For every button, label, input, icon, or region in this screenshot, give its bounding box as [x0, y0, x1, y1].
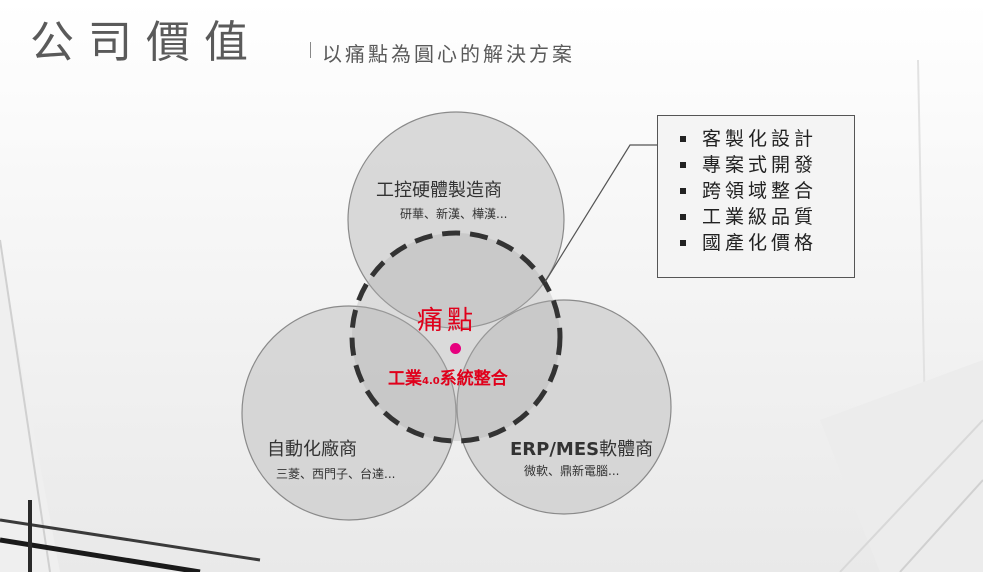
pain-point-subtitle-a: 工業 [388, 369, 422, 389]
value-list: 客製化設計 專案式開發 跨領域整合 工業級品質 國產化價格 [680, 126, 854, 256]
page-title: 公司價值 [30, 17, 262, 68]
value-list-item-text: 跨領域整合 [702, 180, 818, 202]
circle-hardware [347, 111, 565, 329]
value-list-item-text: 客製化設計 [702, 128, 818, 150]
value-list-item: 跨領域整合 [680, 178, 854, 204]
value-list-item-text: 專案式開發 [702, 154, 818, 176]
pain-point-subtitle-version: 4.0 [422, 376, 440, 387]
value-list-item: 國產化價格 [680, 230, 854, 256]
title-divider [310, 42, 311, 58]
bullet-square-icon [680, 136, 686, 142]
circle-hardware-label: 工控硬體製造商 [376, 180, 502, 201]
circle-software-label-rest: 軟體商 [599, 439, 654, 460]
circle-automation-examples: 三菱、西門子、台達... [276, 467, 396, 481]
pain-point-title: 痛點 [417, 306, 478, 336]
bullet-square-icon [680, 240, 686, 246]
bullet-square-icon [680, 162, 686, 168]
circle-software-label: ERP/MES軟體商 [510, 435, 653, 461]
value-list-item-text: 工業級品質 [702, 206, 818, 228]
circle-automation [241, 305, 457, 521]
circle-software [456, 299, 672, 515]
pain-point-subtitle: 工業4.0系統整合 [388, 364, 508, 389]
callout-line [544, 144, 657, 283]
circle-software-label-bold: ERP/MES [510, 439, 600, 460]
page-subtitle: 以痛點為圓心的解決方案 [322, 42, 575, 66]
value-list-item: 專案式開發 [680, 152, 854, 178]
value-list-item-text: 國產化價格 [702, 232, 818, 254]
circle-hardware-examples: 研華、新漢、樺漢... [400, 207, 508, 221]
value-list-item: 工業級品質 [680, 204, 854, 230]
circle-software-examples: 微軟、鼎新電腦... [524, 464, 620, 478]
bullet-square-icon [680, 214, 686, 220]
value-list-box: 客製化設計 專案式開發 跨領域整合 工業級品質 國產化價格 [657, 115, 855, 278]
bullet-square-icon [680, 188, 686, 194]
pain-point-dashed-circle [349, 230, 563, 444]
circle-automation-label: 自動化廠商 [267, 439, 357, 460]
value-list-item: 客製化設計 [680, 126, 854, 152]
pain-point-subtitle-c: 系統整合 [439, 369, 508, 389]
pain-point-dot [450, 343, 461, 354]
